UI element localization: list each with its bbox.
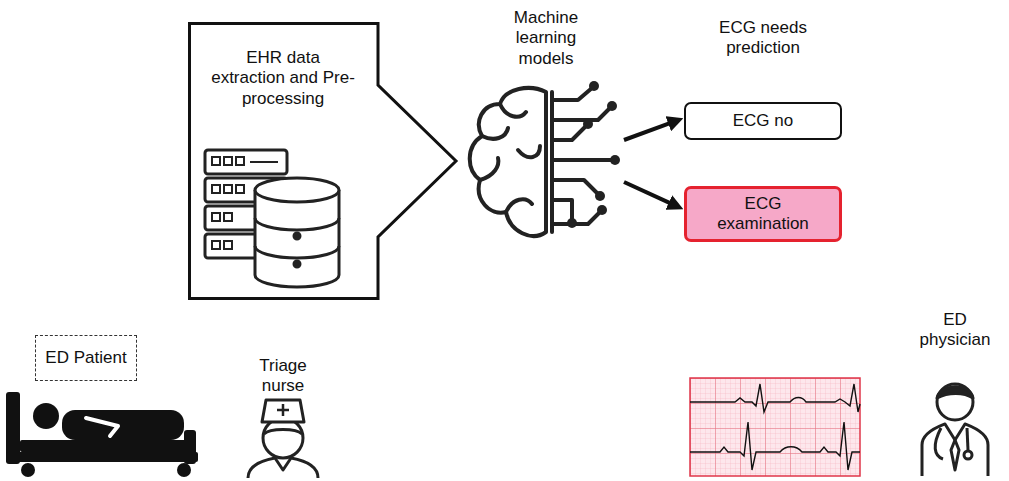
nurse-icon bbox=[248, 400, 318, 478]
brain-icon bbox=[583, 119, 593, 129]
brain-icon bbox=[567, 81, 620, 228]
brain-icon bbox=[610, 155, 620, 165]
ecg-strip bbox=[690, 384, 860, 412]
output-box: ECG examination bbox=[684, 186, 842, 242]
physician-icon bbox=[937, 387, 973, 398]
patient-icon bbox=[33, 403, 59, 429]
node-text: ECG no bbox=[693, 111, 833, 131]
flow-arrow bbox=[624, 182, 672, 204]
arrow-outline bbox=[190, 24, 457, 299]
brain-icon bbox=[552, 108, 610, 120]
nurse-icon bbox=[262, 400, 304, 422]
nurse-icon bbox=[264, 430, 302, 435]
brain-icon bbox=[552, 200, 572, 220]
database-icon bbox=[212, 157, 220, 165]
patient-icon bbox=[86, 418, 118, 436]
process-arrow: EHR data extraction and Pre-processing bbox=[188, 22, 460, 300]
database-icon bbox=[294, 261, 300, 267]
database-icon bbox=[255, 178, 339, 202]
brain-icon bbox=[552, 126, 586, 140]
physician-icon bbox=[937, 384, 973, 420]
database-icon bbox=[255, 190, 339, 287]
physician-icon bbox=[967, 428, 968, 450]
physician-icon bbox=[922, 424, 988, 476]
patient-icon bbox=[177, 463, 191, 477]
brain-icon bbox=[552, 88, 592, 100]
brain-icon bbox=[480, 158, 498, 180]
brain-icon bbox=[589, 81, 599, 91]
database-icon bbox=[212, 213, 220, 221]
database-icon bbox=[224, 241, 232, 249]
physician-icon bbox=[935, 428, 943, 459]
ecg-strip bbox=[690, 422, 860, 470]
patient-icon bbox=[62, 410, 184, 440]
physician-icon bbox=[951, 440, 959, 470]
brain-icon bbox=[482, 128, 508, 139]
nurse-icon bbox=[277, 404, 289, 416]
database-icon bbox=[255, 246, 339, 258]
patient-icon bbox=[21, 463, 35, 477]
nurse-icon bbox=[248, 458, 318, 478]
database-icon bbox=[224, 185, 232, 193]
brain-icon bbox=[552, 158, 612, 162]
role-label: Triage nurse bbox=[243, 356, 323, 397]
heading-text: ECG needs prediction bbox=[703, 18, 823, 59]
database-icon bbox=[294, 233, 300, 239]
patient-icon bbox=[6, 392, 198, 477]
database-icon bbox=[205, 150, 287, 174]
flow-arrow bbox=[624, 123, 671, 140]
patient-icon bbox=[20, 440, 196, 452]
ecg-strip bbox=[690, 378, 860, 476]
database-icon bbox=[236, 185, 244, 193]
brain-icon bbox=[470, 88, 546, 236]
database-icon bbox=[250, 161, 278, 163]
database-icon bbox=[255, 218, 339, 230]
database-icon bbox=[205, 150, 339, 287]
physician-icon bbox=[964, 451, 972, 459]
patient-icon bbox=[6, 452, 198, 462]
database-icon bbox=[212, 241, 220, 249]
brain-icon bbox=[506, 199, 532, 212]
patient-box: ED Patient bbox=[35, 335, 137, 381]
brain-icon bbox=[552, 180, 598, 194]
brain-icon bbox=[607, 101, 617, 111]
physician-icon bbox=[922, 384, 988, 476]
output-box: ECG no bbox=[684, 102, 842, 140]
brain-icon bbox=[597, 205, 607, 215]
role-label: ED physician bbox=[911, 310, 999, 351]
brain-icon bbox=[567, 218, 577, 228]
brain-icon bbox=[500, 104, 526, 117]
database-icon bbox=[212, 185, 220, 193]
brain-icon bbox=[518, 146, 540, 157]
brain-icon bbox=[595, 191, 605, 201]
database-icon bbox=[236, 157, 244, 165]
ecg-strip bbox=[690, 378, 860, 476]
node-text: EHR data extraction and Pre-processing bbox=[208, 48, 358, 109]
ecg-strip bbox=[690, 378, 860, 476]
node-text: ED Patient bbox=[44, 348, 128, 368]
brain-icon bbox=[470, 81, 620, 236]
ecg-strip bbox=[690, 378, 860, 476]
database-icon bbox=[224, 213, 232, 221]
patient-icon bbox=[184, 430, 196, 464]
node-text: ECG examination bbox=[708, 194, 818, 235]
ecg-strip bbox=[690, 378, 860, 476]
node-text: Machine learning models bbox=[501, 8, 591, 69]
model-icon: Machine learning models bbox=[468, 4, 624, 248]
nurse-icon bbox=[263, 418, 303, 458]
arrow-outline bbox=[188, 22, 460, 300]
database-icon bbox=[224, 157, 232, 165]
